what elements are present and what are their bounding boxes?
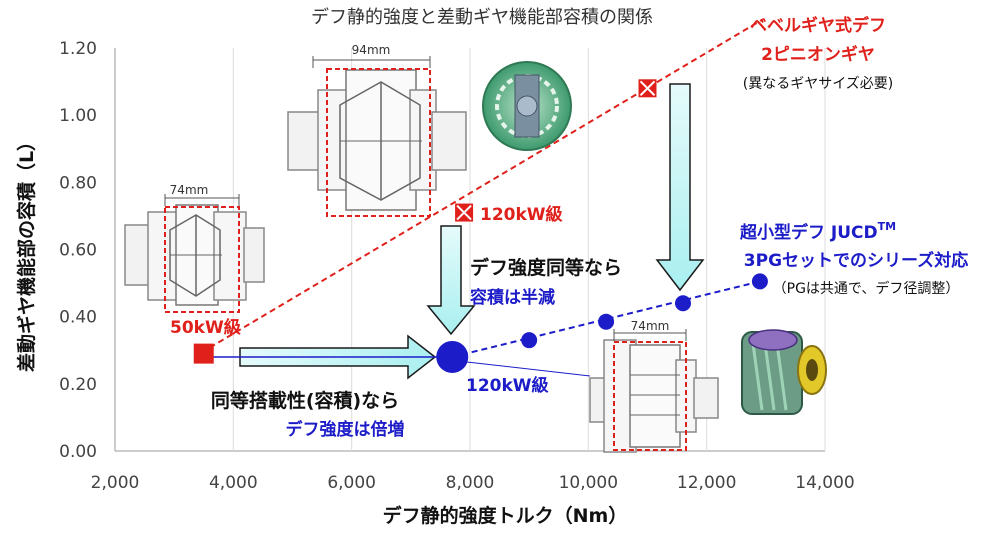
y-tick-label: 0.20 [59,375,97,395]
dimension-74mm-right: 74mm [631,319,670,333]
red-marker-cross [456,204,472,221]
bevel-diff-large-image [287,56,467,217]
y-tick-label: 0.00 [59,442,97,462]
bevel-title-line1: ベベルギヤ式デフ [750,15,886,36]
dimension-94mm: 94mm [352,43,391,57]
jucd-title-line1: 超小型デフ JUCDTM [740,220,896,243]
x-tick-label: 6,000 [327,473,376,493]
jucd-title-line2: 3PGセットでのシリーズ対応 [744,250,968,271]
half-volume-line1: デフ強度同等なら [470,256,622,279]
y-tick-label: 1.20 [59,39,97,59]
planetary-gear-render-image [741,329,827,415]
x-tick-label: 8,000 [446,473,495,493]
x-tick-label: 12,000 [677,473,736,493]
blue-series-marker [598,313,615,330]
y-tick-label: 0.40 [59,308,97,328]
x-axis-title: デフ静的強度トルク（Nm） [383,504,628,527]
red-marker-cross [639,80,656,97]
jucd-tm-mark: TM [878,220,896,233]
bevel-gear-render-image [482,61,572,151]
series-lines [203,18,764,358]
x-tick-label: 14,000 [795,473,854,493]
y-tick-labels: 0.00 0.20 0.40 0.60 0.80 1.00 1.20 [59,39,97,462]
arrow-down-right [655,83,705,292]
point-label-120kw-blue: 120kW級 [466,375,549,396]
point-label-120kw-red: 120kW級 [480,204,563,225]
red-series-trendline [209,18,764,349]
jucd-note: （PGは共通で、デフ径調整） [773,280,960,297]
y-tick-label: 0.60 [59,241,97,261]
half-volume-line2: 容積は半減 [470,287,555,308]
x-tick-label: 4,000 [209,473,258,493]
bevel-title-line2: 2ピニオンギヤ [761,45,875,65]
y-tick-label: 1.00 [59,106,97,126]
chart-title: デフ静的強度と差動ギヤ機能部容積の関係 [311,7,653,28]
x-tick-label: 10,000 [559,473,618,493]
blue-series-marker [751,273,768,290]
arrow-down-left [426,225,476,336]
jucd-diff-image [589,329,719,453]
y-tick-label: 0.80 [59,173,97,193]
x-tick-label: 2,000 [91,473,140,493]
blue-series-marker [436,340,469,373]
y-axis-title: 差動ギヤ機能部の容積（L） [15,132,38,372]
red-series-marker-filled [193,343,214,364]
point-label-50kw: 50kW級 [170,317,241,338]
series-markers [193,79,768,373]
bevel-diff-small-image [124,194,265,313]
blue-series-trendline [452,280,761,358]
leader-line-120kw-blue [457,360,591,377]
blue-series-marker [675,295,691,312]
dimension-74mm-left: 74mm [170,183,209,197]
double-strength-line1: 同等搭載性(容積)なら [211,389,399,412]
blue-series-marker [521,332,538,349]
x-tick-labels: 2,000 4,000 6,000 8,000 10,000 12,000 14,000 [91,473,855,493]
double-strength-line2: デフ強度は倍増 [286,419,405,440]
bevel-note: (異なるギヤサイズ必要) [743,76,894,92]
